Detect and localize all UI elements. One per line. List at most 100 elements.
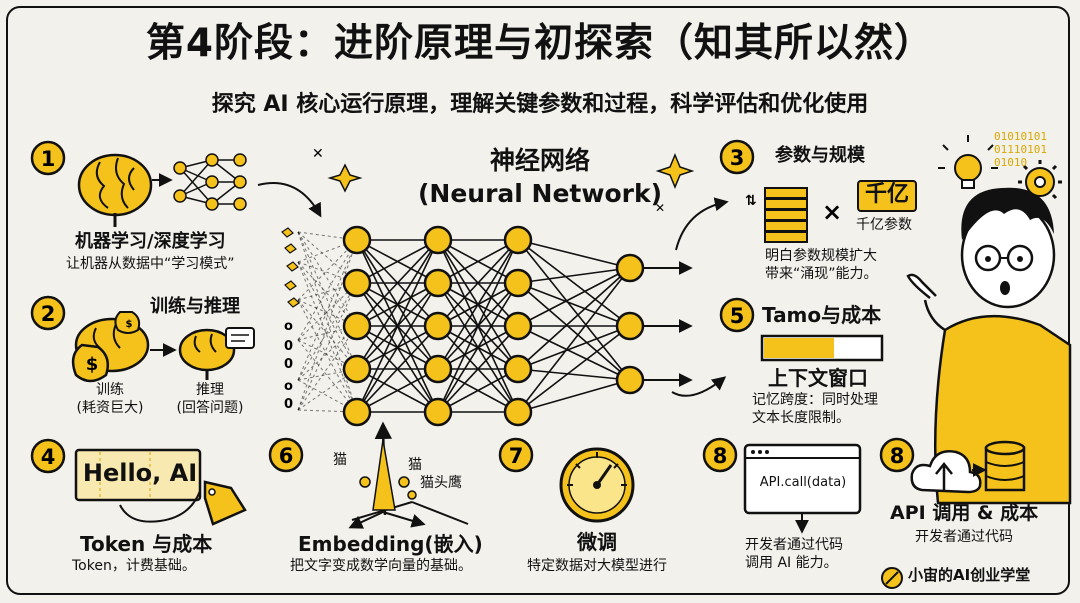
section-6-title: Embedding(嵌入) (298, 532, 483, 556)
network-node (615, 365, 645, 395)
binary-bit: 0 (284, 357, 293, 372)
svg-text:01010101: 01010101 (994, 130, 1047, 143)
svg-text:3: 3 (730, 146, 745, 170)
parameter-stack-icon (764, 187, 808, 243)
input-connection (297, 261, 358, 284)
money-brain-icon: $ $ (71, 311, 150, 383)
neural-network-title: 神经网络 (489, 146, 590, 175)
gear-icon (1018, 160, 1062, 204)
input-connection (297, 282, 358, 301)
brain-icon (77, 153, 153, 227)
section-4-desc: Token，计费基础。 (72, 558, 196, 574)
neural-network-title-en: (Neural Network) (417, 179, 663, 208)
svg-text:1: 1 (41, 147, 56, 171)
network-node (615, 253, 645, 283)
section-8b-title: API 调用 & 成本 (890, 502, 1039, 524)
network-connection (437, 239, 519, 327)
arrow-output (671, 376, 727, 397)
context-window-label: 上下文窗口 (768, 366, 868, 390)
input-connection (297, 325, 358, 411)
network-node (342, 354, 372, 384)
network-connection (517, 239, 631, 327)
api-code-window-icon (743, 443, 862, 534)
input-connection (297, 261, 358, 327)
network-node (423, 354, 453, 384)
input-connection (297, 299, 358, 327)
section-1-desc: 让机器从数据中“学习模式” (66, 256, 235, 272)
network-node (423, 268, 453, 298)
train-note: (耗资巨大) (76, 400, 144, 416)
network-connection (356, 239, 439, 413)
sparkle-icon: ✕ (655, 201, 665, 215)
network-connection (517, 282, 631, 327)
up-down-arrow-icon: ⇅ (745, 193, 757, 209)
multiply-icon: × (822, 198, 842, 226)
input-connection (297, 282, 358, 411)
network-connection (356, 368, 439, 413)
badge-2: 2 (30, 295, 66, 331)
network-node (423, 225, 453, 255)
embedding-word-owl: 猫头鹰 (420, 475, 462, 491)
infer-label: 推理 (196, 382, 224, 398)
qianyi-label: 千亿 (864, 182, 909, 207)
input-connection (297, 231, 358, 413)
network-connection (517, 379, 631, 413)
network-connection (356, 239, 439, 327)
network-node (615, 311, 645, 341)
network-connection (437, 239, 519, 413)
svg-text:01010: 01010 (994, 156, 1027, 169)
network-connection (356, 239, 439, 284)
section-8a-desc-2: 调用 AI 能力。 (745, 555, 838, 571)
network-connection (356, 325, 439, 413)
network-connection (437, 239, 519, 370)
section-3-desc-2: 带来“涌现”能力。 (765, 266, 878, 282)
network-connection (517, 267, 631, 327)
brand-logo-icon (881, 567, 903, 589)
section-5-desc-2: 文本长度限制。 (752, 410, 850, 426)
page-subtitle: 探究 AI 核心运行原理，理解关键参数和过程，科学评估和优化使用 (211, 92, 869, 117)
network-node (423, 397, 453, 427)
arrow-to-network (257, 182, 322, 218)
qianyi-box (857, 180, 917, 212)
network-node (503, 311, 533, 341)
neural-network-diagram (297, 225, 693, 427)
svg-text:8: 8 (890, 444, 905, 468)
embedding-axes-icon (348, 421, 469, 529)
badge-5: 5 (719, 297, 755, 333)
input-connection (297, 261, 358, 370)
svg-text:8: 8 (713, 444, 728, 468)
network-connection (437, 368, 519, 413)
sparkle-icon: ✕ (312, 146, 324, 162)
input-connection (297, 239, 358, 263)
thinking-brain-icon (178, 327, 255, 380)
train-label: 训练 (96, 382, 124, 398)
section-5-title: Tamo与成本 (762, 303, 882, 327)
network-connection (437, 282, 519, 413)
network-connection (517, 325, 631, 413)
fine-tune-dial-icon (559, 447, 635, 523)
network-node (423, 311, 453, 341)
input-particles (281, 227, 300, 308)
context-window-bar (760, 334, 884, 362)
network-connection (356, 239, 439, 370)
network-connection (517, 267, 631, 370)
input-connection (297, 239, 358, 381)
input-connection (297, 239, 358, 301)
network-node (342, 268, 372, 298)
section-7-desc: 特定数据对大模型进行 (527, 558, 667, 574)
section-2-title: 训练与推理 (150, 296, 240, 317)
binary-bit: 0 (284, 397, 293, 412)
badge-1: 1 (30, 140, 66, 176)
badge-7: 7 (498, 437, 534, 473)
network-connection (437, 239, 519, 284)
arrow-output (675, 197, 729, 251)
border-frame (6, 6, 1070, 595)
api-code-text: API.call(data) (759, 475, 847, 490)
input-connection (297, 239, 358, 341)
network-node (342, 397, 372, 427)
svg-text:2: 2 (41, 302, 56, 326)
svg-text:7: 7 (509, 444, 524, 468)
